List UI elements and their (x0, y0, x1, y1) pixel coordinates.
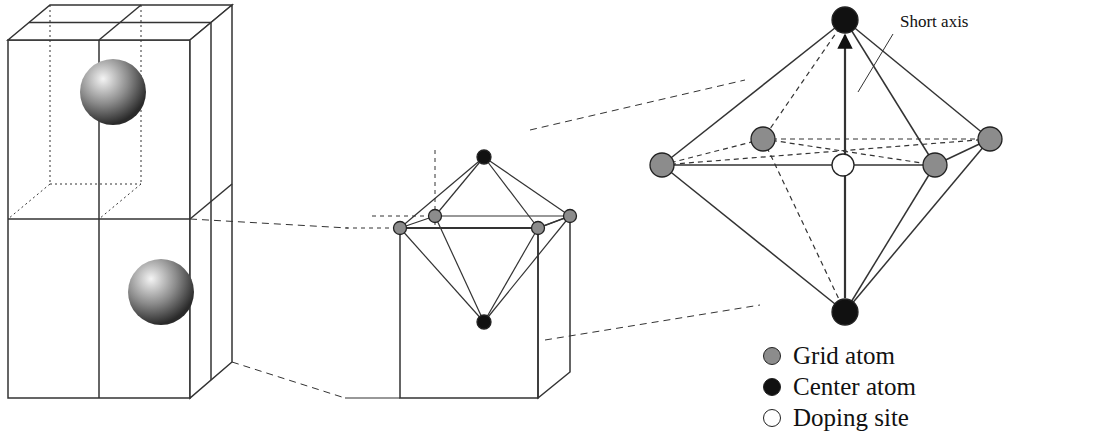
grid-atom (429, 210, 442, 223)
grid-atom (978, 127, 1002, 151)
legend-text: Grid atom (793, 342, 895, 370)
octahedron-edge (435, 215, 570, 216)
octahedron-edge (845, 165, 935, 312)
cubelet-edge (345, 397, 400, 398)
octahedron-edge (845, 20, 990, 139)
grid-atom (394, 222, 407, 235)
zoom-line (190, 219, 348, 228)
cube-front-face (8, 40, 190, 398)
grid-atom (751, 127, 775, 151)
hidden-edge (50, 5, 51, 184)
zoom-line (545, 305, 760, 340)
cube-side-face (190, 5, 232, 398)
axis-line (372, 216, 435, 217)
octahedron-edge (484, 157, 538, 228)
atom-sphere (128, 259, 194, 325)
octahedron-edge (763, 20, 845, 139)
octahedron-edge (845, 139, 990, 312)
octahedron-edge (484, 228, 538, 322)
zoom-line (530, 80, 745, 130)
center-atom (832, 7, 858, 33)
octahedron-edge (435, 216, 484, 322)
octahedron-edge (400, 227, 538, 229)
octahedron-edge (484, 216, 570, 322)
hidden-edge (8, 184, 50, 219)
cube-grid-line (99, 5, 141, 40)
leader-line (858, 34, 893, 92)
cubelet-side-face (538, 216, 570, 398)
hidden-edge (99, 184, 141, 219)
octahedron-edge (662, 20, 845, 165)
axis-line (435, 150, 436, 216)
hidden-edge (50, 184, 141, 185)
center-atom (477, 315, 491, 329)
legend-entry: Grid atom (763, 342, 895, 370)
octahedron-edge (662, 165, 845, 312)
grid-atom (923, 153, 947, 177)
legend-swatch (763, 409, 781, 427)
zoom-lines (190, 80, 760, 398)
legend-entry: Doping site (763, 404, 909, 432)
center-atom (832, 299, 858, 325)
legend-text: Doping site (793, 404, 909, 432)
octahedron-edge (400, 157, 484, 228)
zoom-line (232, 362, 345, 398)
octahedron-detail (650, 7, 1002, 325)
legend-entry: Center atom (763, 373, 916, 401)
legend-swatch (763, 347, 781, 365)
octahedron-edge (435, 157, 484, 216)
center-atom (477, 150, 491, 164)
cube-grid-line (190, 184, 232, 219)
octahedron-edge (400, 228, 484, 322)
doping-site (832, 154, 854, 176)
octahedron-edge (484, 157, 570, 216)
atom-sphere (80, 59, 146, 125)
cubelet-octahedron (345, 150, 577, 398)
grid-atom (532, 222, 545, 235)
axis-line (345, 228, 400, 229)
part-label: Short axis (900, 12, 968, 32)
cubelet-front-face (400, 228, 538, 398)
legend-swatch (763, 378, 781, 396)
grid-atom (564, 210, 577, 223)
octahedron-edge (662, 164, 935, 166)
octahedron-edge (763, 138, 990, 139)
cube-grid-line (8, 218, 190, 220)
lattice-cube (8, 5, 232, 398)
legend-text: Center atom (793, 373, 916, 401)
octahedron-edge (662, 139, 763, 165)
octahedron-edge (845, 20, 935, 165)
grid-atom (650, 153, 674, 177)
